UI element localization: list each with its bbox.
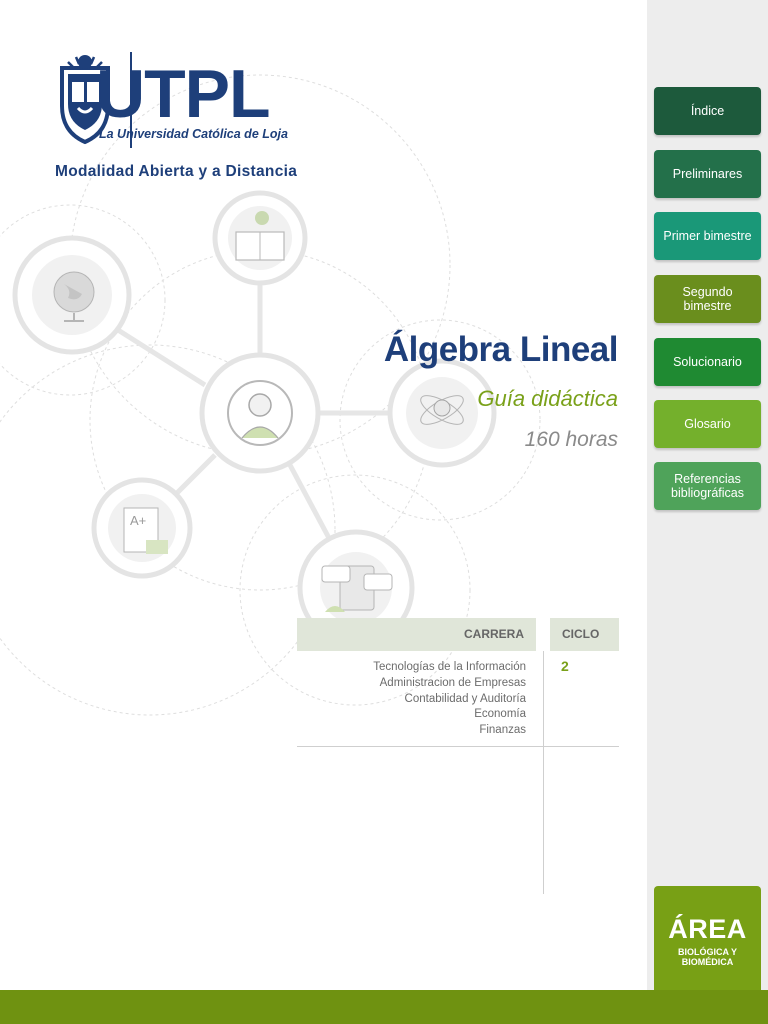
svg-text:A+: A+: [130, 513, 146, 528]
career-item: Economía: [474, 708, 526, 721]
nav-glosario-button[interactable]: Glosario: [654, 400, 761, 448]
sidebar-nav: Índice Preliminares Primer bimestre Segu…: [647, 0, 768, 990]
area-subtitle-line: BIOLÓGICA Y: [677, 947, 737, 957]
nav-primer-bimestre-button[interactable]: Primer bimestre: [654, 212, 761, 260]
graded-paper-icon: A+: [91, 477, 193, 579]
career-table: CARRERA CICLO Tecnologías de la Informac…: [297, 618, 619, 898]
ciclo-value: 2: [561, 658, 569, 674]
career-item: Tecnologías de la Información: [373, 661, 526, 673]
person-icon: [199, 352, 321, 474]
utpl-wordmark: UTPL: [96, 56, 271, 132]
header-ciclo: CICLO: [550, 618, 619, 651]
table-divider-horizontal: [297, 746, 619, 747]
book-lamp-icon: [212, 190, 308, 286]
area-badge: ÁREA BIOLÓGICA Y BIOMÉDICA: [654, 886, 761, 990]
area-title: ÁREA: [668, 914, 747, 944]
area-subtitle: BIOLÓGICA Y BIOMÉDICA: [654, 947, 761, 967]
chat-tablet-icon: [297, 529, 415, 647]
career-item: Contabilidad y Auditoría: [404, 692, 526, 705]
modality-label: Modalidad Abierta y a Distancia: [55, 163, 298, 180]
career-list: Tecnologías de la Información Administra…: [297, 660, 526, 739]
course-hours: 160 horas: [524, 428, 618, 451]
career-item: Administracion de Empresas: [379, 676, 526, 689]
course-subtitle: Guía didáctica: [477, 386, 618, 411]
nav-indice-button[interactable]: Índice: [654, 87, 761, 135]
table-divider-vertical: [543, 651, 544, 894]
career-item: Finanzas: [479, 724, 526, 737]
nav-solucionario-button[interactable]: Solucionario: [654, 338, 761, 386]
utpl-tagline: La Universidad Católica de Loja: [99, 127, 288, 141]
footer-bar: [0, 990, 768, 1024]
university-crest-icon: [60, 55, 110, 145]
nav-referencias-button[interactable]: Referencias bibliográficas: [654, 462, 761, 510]
course-title: Álgebra Lineal: [383, 330, 619, 369]
network-illustration: A+: [0, 74, 541, 716]
utpl-logo: [52, 48, 342, 158]
nav-segundo-bimestre-button[interactable]: Segundo bimestre: [654, 275, 761, 323]
logo-divider: [130, 52, 132, 148]
globe-icon: [12, 235, 132, 355]
atom-lightbulb-icon: [387, 358, 497, 468]
header-carrera: CARRERA: [297, 618, 536, 651]
nav-preliminares-button[interactable]: Preliminares: [654, 150, 761, 198]
area-subtitle-line: BIOMÉDICA: [681, 957, 734, 967]
